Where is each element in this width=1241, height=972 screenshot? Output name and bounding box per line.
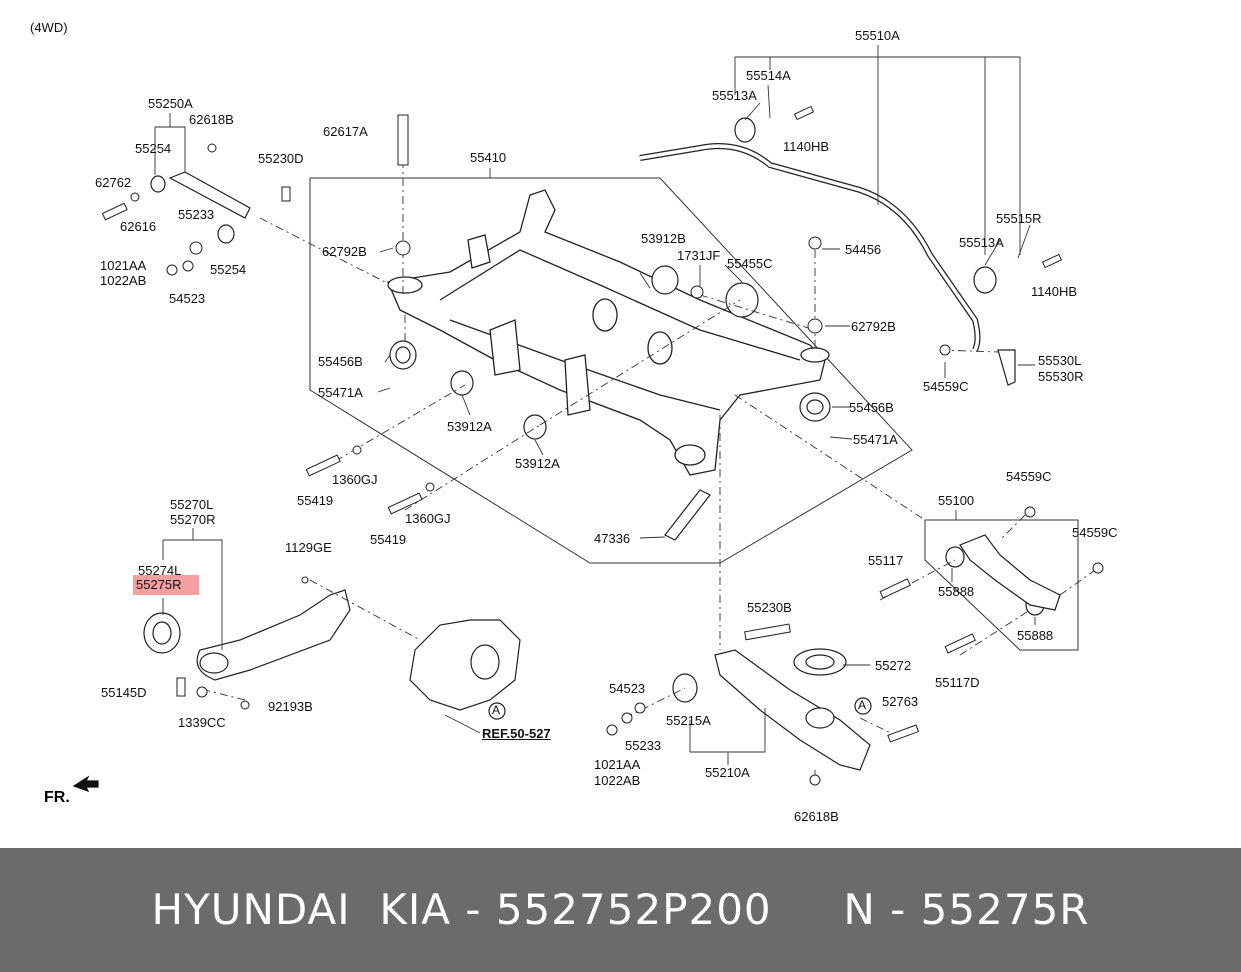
part-label[interactable]: 55254 (135, 141, 172, 156)
part-label[interactable]: 53912B (641, 231, 686, 246)
part-label[interactable]: 53912A (447, 419, 492, 434)
ref-a-label: A (858, 698, 867, 712)
part-label[interactable]: 55530L (1038, 353, 1082, 368)
lower-arm (714, 649, 871, 771)
part-label[interactable]: 55272 (875, 658, 912, 673)
part-label[interactable]: 1360GJ (405, 511, 451, 526)
trailing-arm (196, 589, 351, 681)
part-label[interactable]: 55514A (746, 68, 791, 83)
part-label[interactable]: 55274L (138, 563, 182, 578)
header-note: (4WD) (30, 20, 68, 35)
part-label[interactable]: 62616 (120, 219, 157, 234)
part-label[interactable]: 53912A (515, 456, 560, 471)
part-label[interactable]: 55117 (868, 553, 904, 568)
part-label[interactable]: 55230B (747, 600, 792, 615)
part-label[interactable]: 55471A (318, 385, 363, 400)
part-label[interactable]: 54523 (169, 291, 206, 306)
part-label[interactable]: 55888 (938, 584, 975, 599)
bushings (143, 117, 1045, 703)
leader-lines (154, 45, 1036, 765)
upper-arm-group-outline (924, 519, 1079, 651)
part-label[interactable]: 55513A (712, 88, 757, 103)
part-label[interactable]: 1022AB (594, 773, 641, 788)
part-label[interactable]: 62792B (851, 319, 896, 334)
ref-link[interactable]: REF.50-527 (482, 726, 551, 741)
part-label[interactable]: 55250A (148, 96, 193, 111)
part-label[interactable]: 55117D (935, 675, 980, 690)
dashed-leaders (204, 160, 1099, 780)
part-label[interactable]: 55230D (258, 151, 304, 166)
part-label[interactable]: 55233 (625, 738, 662, 753)
part-label[interactable]: 55270R (170, 512, 216, 527)
highlighted-part-label[interactable]: 55275R (133, 575, 199, 595)
parts-diagram: (4WD) 55510A 55514A 55513A 1140HB 55515R… (30, 20, 1118, 824)
diagram-drawing (72, 45, 1104, 793)
part-label[interactable]: 55456B (318, 354, 363, 369)
part-label[interactable]: 55456B (849, 400, 894, 415)
part-label[interactable]: 55215A (666, 713, 711, 728)
banner-text: HYUNDAI KIA - 552752P200 N - 55275R (151, 885, 1090, 934)
part-label[interactable]: 47336 (594, 531, 631, 546)
part-label[interactable]: 55888 (1017, 628, 1054, 643)
part-label[interactable]: 55513A (959, 235, 1004, 250)
part-label[interactable]: 55530R (1038, 369, 1084, 384)
front-marker: FR. (44, 789, 70, 806)
part-label[interactable]: 1022AB (100, 273, 147, 288)
part-label[interactable]: 54456 (845, 242, 882, 257)
part-label[interactable]: 55419 (370, 532, 407, 547)
part-label[interactable]: 55455C (727, 256, 773, 271)
part-label[interactable]: 1129GE (285, 540, 332, 555)
part-label[interactable]: 62617A (323, 124, 368, 139)
knuckle (409, 619, 521, 711)
part-label[interactable]: 55410 (470, 150, 507, 165)
part-label[interactable]: 55100 (938, 493, 975, 508)
part-label[interactable]: 55419 (297, 493, 334, 508)
bumper-47336 (664, 489, 711, 541)
part-number-banner: HYUNDAI KIA - 552752P200 N - 55275R (0, 848, 1241, 972)
ref-a-circle-1 (488, 702, 506, 720)
part-label[interactable]: 62792B (322, 244, 367, 259)
front-arrow-icon (72, 775, 99, 793)
subframe-body (387, 189, 830, 476)
part-label[interactable]: 1360GJ (332, 472, 378, 487)
part-label[interactable]: 54559C (1072, 525, 1118, 540)
part-label[interactable]: 54559C (923, 379, 969, 394)
ref-a-circle-2 (854, 697, 872, 715)
part-label[interactable]: 62762 (95, 175, 132, 190)
part-label[interactable]: 92193B (268, 699, 313, 714)
part-label[interactable]: 62618B (189, 112, 234, 127)
part-label[interactable]: 1140HB (1031, 284, 1078, 299)
fasteners (101, 105, 1104, 786)
part-label[interactable]: 52763 (882, 694, 919, 709)
ref-a-label: A (492, 703, 501, 717)
stabilizer-link (997, 349, 1016, 386)
part-label[interactable]: 55210A (705, 765, 750, 780)
part-label[interactable]: 1731JF (677, 248, 721, 263)
part-label[interactable]: 54559C (1006, 469, 1052, 484)
part-label[interactable]: 62618B (794, 809, 839, 824)
part-label[interactable]: 55510A (855, 28, 900, 43)
part-label[interactable]: 55145D (101, 685, 147, 700)
part-label[interactable]: 1021AA (594, 757, 641, 772)
part-label[interactable]: 55270L (170, 497, 214, 512)
upper-arm (959, 534, 1061, 611)
part-label[interactable]: 54523 (609, 681, 646, 696)
upper-link (168, 171, 251, 219)
part-label[interactable]: 55233 (178, 207, 215, 222)
part-label[interactable]: 1021AA (100, 258, 147, 273)
part-label[interactable]: 1140HB (783, 139, 830, 154)
part-label[interactable]: 55254 (210, 262, 247, 277)
part-label[interactable]: 55515R (996, 211, 1042, 226)
part-label[interactable]: 55471A (853, 432, 898, 447)
part-label[interactable]: 1339CC (178, 715, 226, 730)
